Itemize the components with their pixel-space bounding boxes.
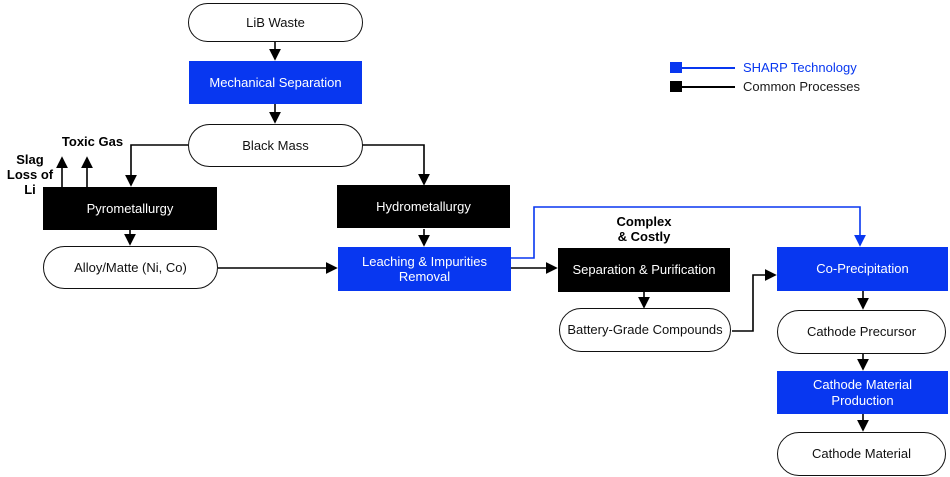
node-cathode-precursor: Cathode Precursor [777,310,946,354]
node-mechanical-separation: Mechanical Separation [189,61,362,104]
legend: SHARP Technology Common Processes [670,58,860,96]
node-cathode-material: Cathode Material [777,432,946,476]
node-label: Hydrometallurgy [376,198,471,214]
node-label: Battery-Grade Compounds [567,322,723,338]
annotation-toxic-gas: Toxic Gas [61,134,124,149]
node-label: Black Mass [242,137,309,153]
node-cathode-material-production: Cathode Material Production [777,371,948,414]
node-label: Alloy/Matte (Ni, Co) [74,259,187,275]
edge-batterygrade-coprecip [732,269,777,332]
node-leaching-impurities-removal: Leaching & Impurities Removal [338,247,511,291]
node-label: Cathode Precursor [806,324,917,340]
node-co-precipitation: Co-Precipitation [777,247,948,291]
sharp-technology-swatch-icon [670,62,682,73]
legend-label: SHARP Technology [743,60,857,75]
sharp-technology-line [682,66,735,69]
node-black-mass: Black Mass [188,124,363,167]
common-processes-swatch-icon [670,81,682,92]
node-label: Cathode Material [812,446,911,462]
annotation-complex-costly: Complex & Costly [616,214,672,244]
legend-label: Common Processes [743,79,861,94]
node-label: Leaching & Impurities Removal [361,253,487,285]
legend-item-sharp-technology: SHARP Technology [670,58,860,77]
node-lib-waste: LiB Waste [188,3,363,42]
node-pyrometallurgy: Pyrometallurgy [43,187,217,230]
node-label: Mechanical Separation [209,74,342,90]
node-label: Separation & Purification [572,262,716,278]
node-label: LiB Waste [246,14,305,30]
common-processes-line [682,85,735,88]
annotation-slag-loss-of-li: Slag Loss of Li [6,152,54,197]
node-label: Pyrometallurgy [86,200,174,216]
node-battery-grade-compounds: Battery-Grade Compounds [559,308,731,352]
node-hydrometallurgy: Hydrometallurgy [337,185,510,228]
node-label: Co-Precipitation [816,261,909,277]
edge-blackmass-pyro [125,144,188,187]
node-separation-purification: Separation & Purification [558,248,730,292]
node-label: Cathode Material Production [813,377,912,408]
edge-blackmass-hydro [362,144,430,186]
node-alloy-matte: Alloy/Matte (Ni, Co) [43,246,218,289]
legend-item-common-processes: Common Processes [670,77,860,96]
